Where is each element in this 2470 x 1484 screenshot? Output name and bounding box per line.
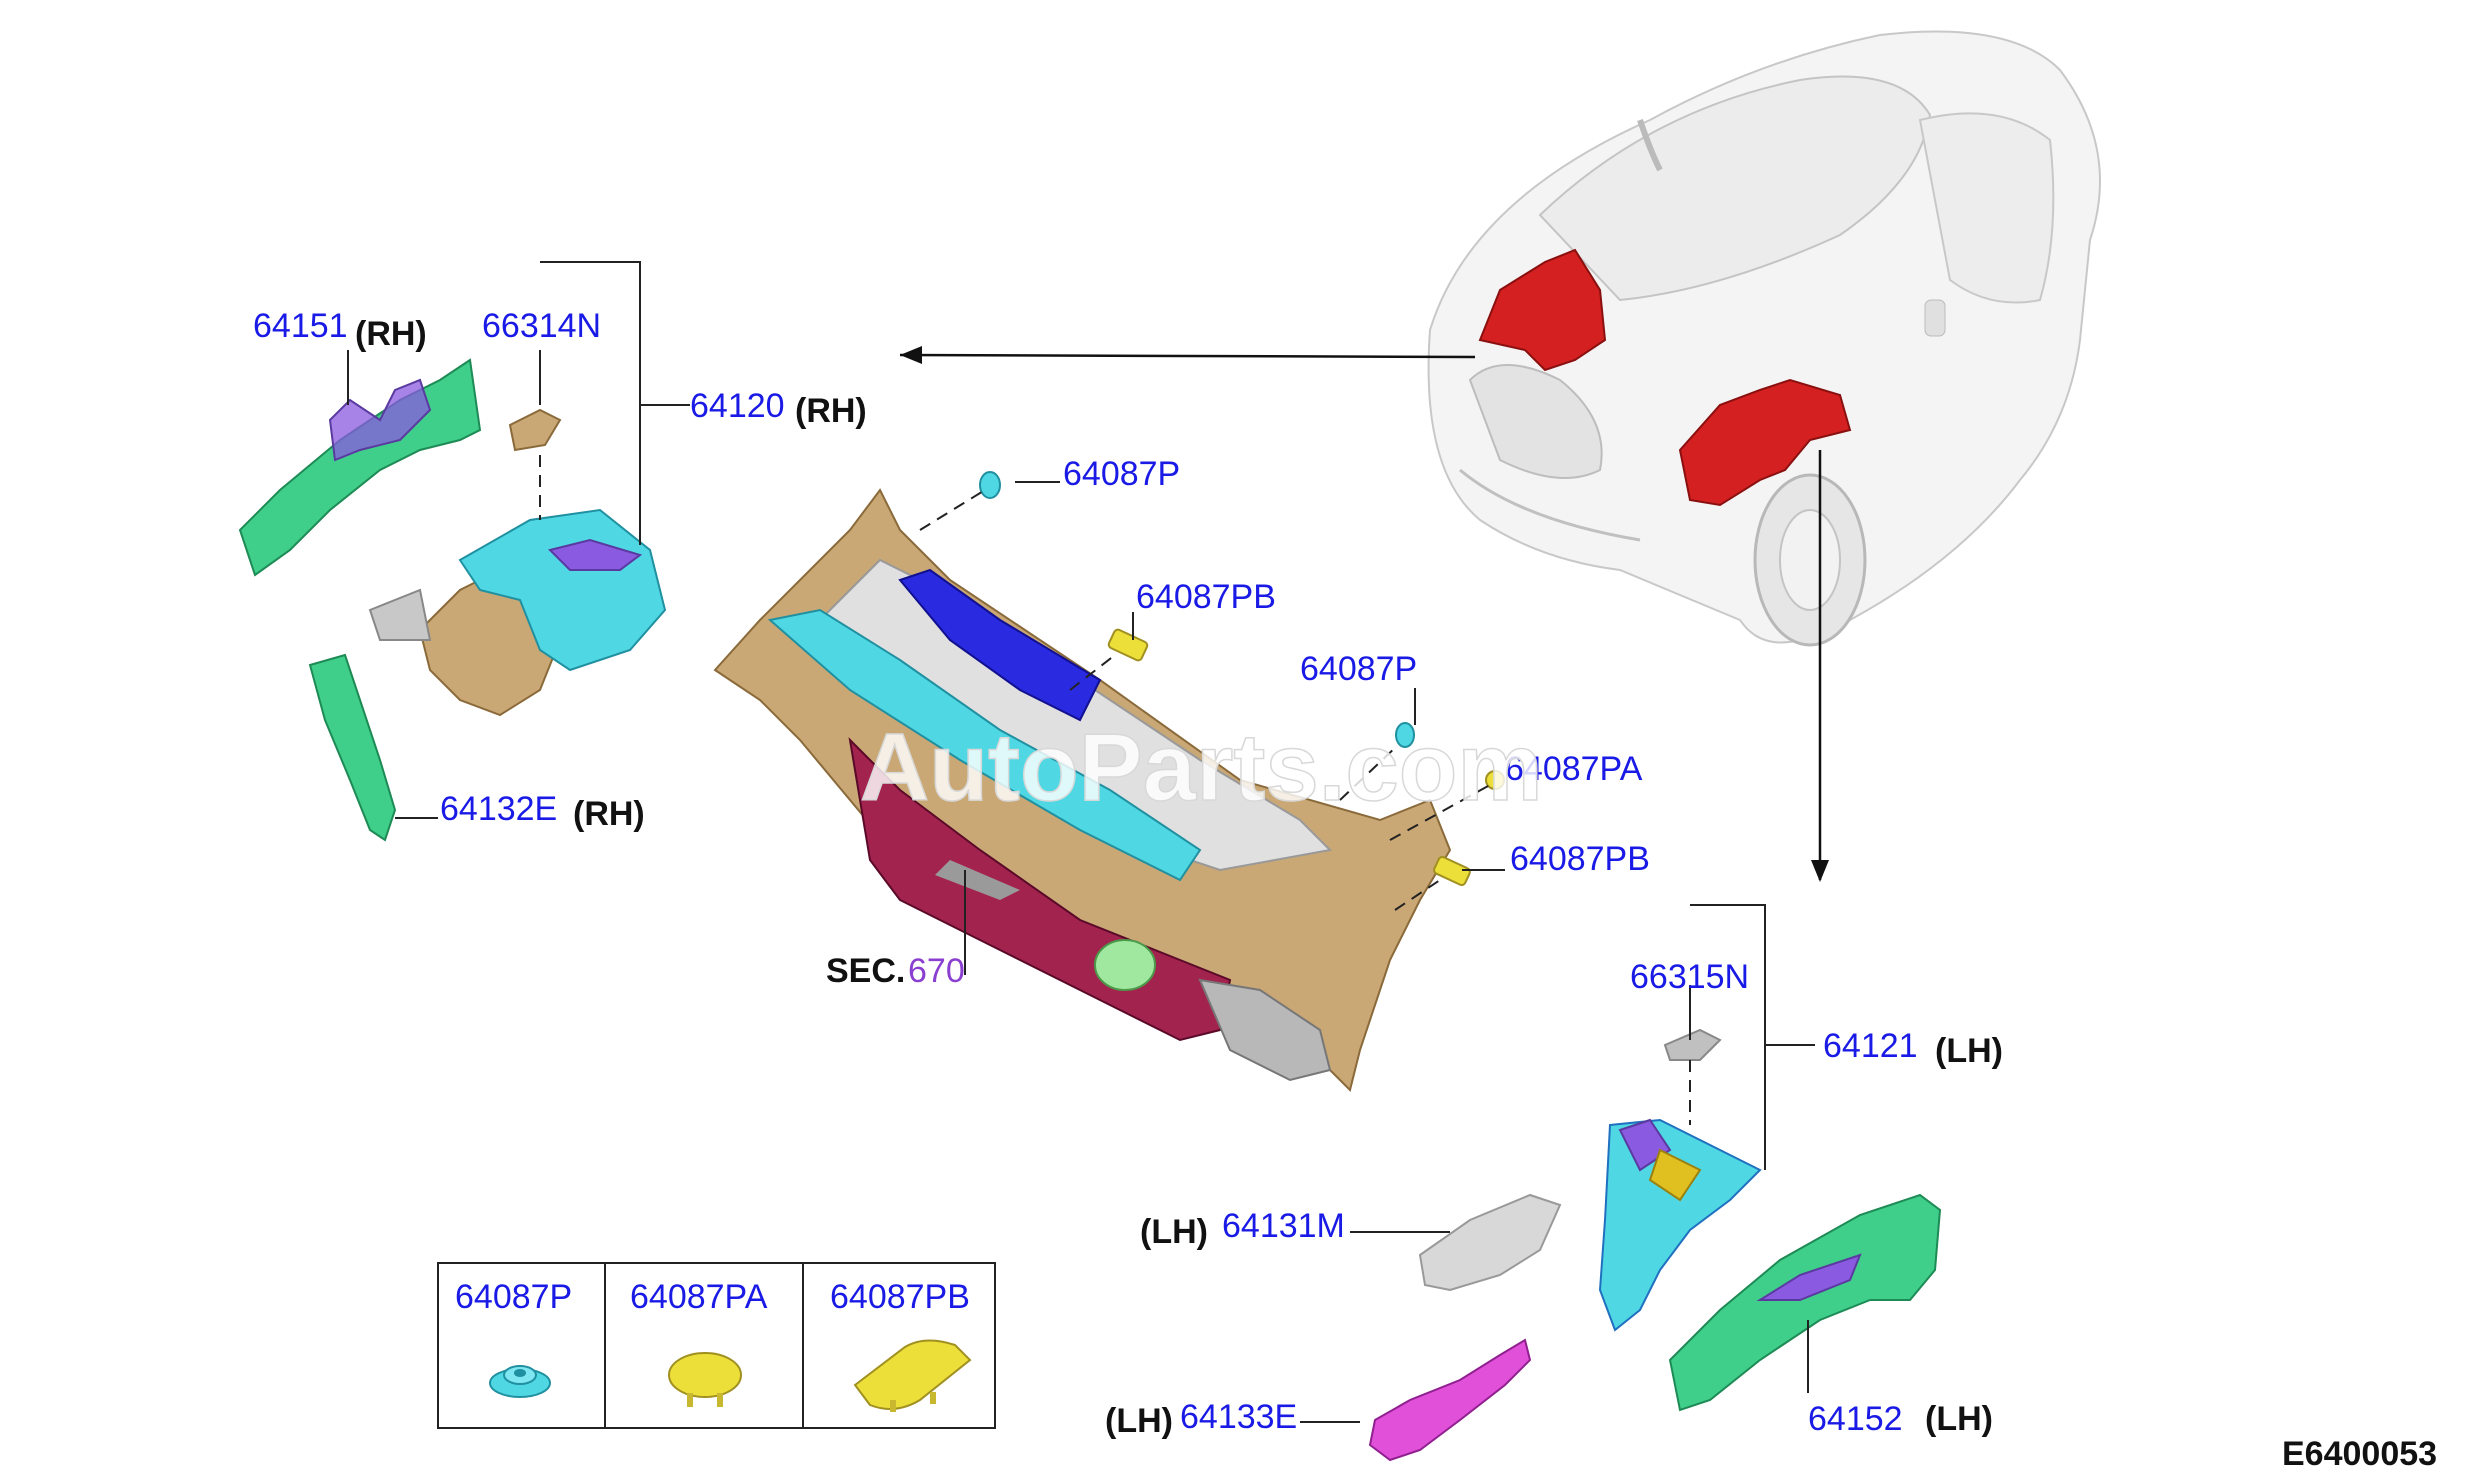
label-rh-64120: (RH) [795, 392, 867, 430]
label-rh-64151: (RH) [355, 315, 427, 353]
clip-64087pa [1485, 770, 1505, 790]
label-64151[interactable]: 64151 [253, 307, 348, 345]
clip-64087p-icon [489, 1365, 551, 1398]
label-64131m[interactable]: 64131M [1222, 1207, 1345, 1245]
leader-lines [347, 261, 1815, 1423]
label-64121[interactable]: 64121 [1823, 1027, 1918, 1065]
clip-64087p-lower [1395, 722, 1415, 748]
label-lh-64121: (LH) [1935, 1032, 2003, 1070]
clip-64087pa-icon [668, 1352, 742, 1407]
rh-parts-group [238, 358, 667, 842]
vehicle-illustration [1427, 30, 2101, 647]
clip-legend-table: 64087P 64087PA 64087PB [437, 1262, 996, 1429]
clip-64087pb-icon [853, 1339, 972, 1412]
label-64120[interactable]: 64120 [690, 387, 785, 425]
legend-col-64087pb: 64087PB [830, 1278, 970, 1316]
label-sec-670[interactable]: 670 [908, 952, 965, 990]
clip-64087p-upper [979, 471, 1001, 499]
label-64087p-upper[interactable]: 64087P [1063, 455, 1180, 493]
clip-64087pb-lower [1433, 855, 1471, 887]
label-64087pb-lower[interactable]: 64087PB [1510, 840, 1650, 878]
part-labels: 64151 (RH) 66314N 64120 (RH) 64132E (RH)… [253, 307, 2003, 1440]
clips-center [979, 471, 1505, 887]
diagram-code: E6400053 [2282, 1435, 2437, 1473]
legend-col-64087pa: 64087PA [630, 1278, 768, 1316]
label-lh-64152: (LH) [1925, 1400, 1993, 1438]
label-66315n[interactable]: 66315N [1630, 958, 1749, 996]
label-lh-64131m: (LH) [1140, 1213, 1208, 1251]
label-64087pb-upper[interactable]: 64087PB [1136, 578, 1276, 616]
label-sec-prefix: SEC. [826, 952, 905, 990]
label-64132e[interactable]: 64132E [440, 790, 557, 828]
legend-col-64087p: 64087P [455, 1278, 572, 1316]
dash-panel-assembly [713, 488, 1452, 1092]
lh-parts-group [1368, 1028, 1942, 1462]
label-lh-64133e: (LH) [1105, 1402, 1173, 1440]
label-rh-64132e: (RH) [573, 795, 645, 833]
label-64087p-lower[interactable]: 64087P [1300, 650, 1417, 688]
label-64152[interactable]: 64152 [1808, 1400, 1903, 1438]
label-64133e[interactable]: 64133E [1180, 1398, 1297, 1436]
reference-arrows [899, 346, 1829, 882]
side-member-rh-shape [238, 358, 482, 577]
label-64087pa[interactable]: 64087PA [1505, 750, 1643, 788]
clip-64087pb-upper [1107, 628, 1149, 662]
watermark: AutoParts.com [860, 714, 1543, 821]
label-66314n[interactable]: 66314N [482, 307, 601, 345]
